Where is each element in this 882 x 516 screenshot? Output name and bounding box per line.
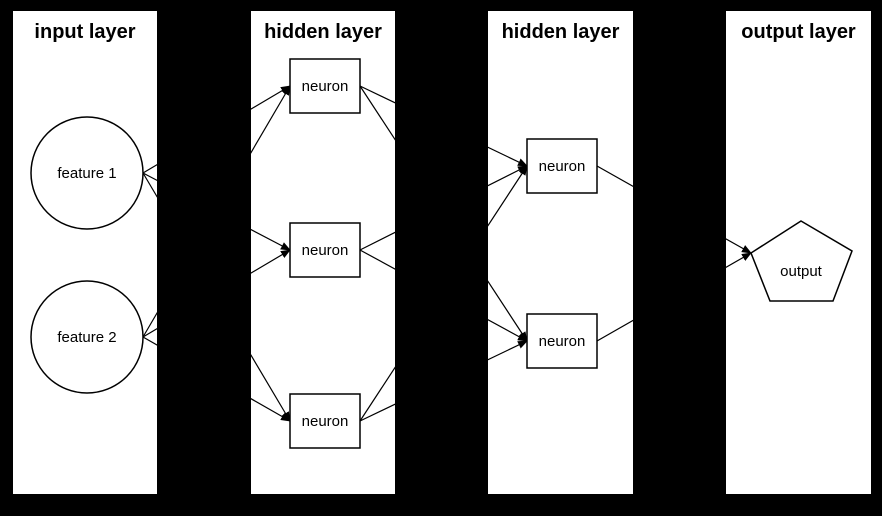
layer-title-hidden1: hidden layer <box>264 21 382 43</box>
node-label-f1: feature 1 <box>57 165 116 182</box>
node-label-h2n1: neuron <box>539 158 586 175</box>
node-h1n1-rect <box>289 58 361 114</box>
node-h2n1-rect <box>526 138 598 194</box>
layer-panel-hidden2 <box>488 11 633 494</box>
node-label-h1n1: neuron <box>302 78 349 95</box>
node-h1n3-rect <box>289 393 361 449</box>
node-label-h1n3: neuron <box>302 413 349 430</box>
node-label-out: output <box>780 263 823 280</box>
node-h1n2-rect <box>289 222 361 278</box>
layer-title-output: output layer <box>741 21 856 43</box>
node-label-h2n2: neuron <box>539 333 586 350</box>
layer-title-hidden2: hidden layer <box>502 21 620 43</box>
node-f1-circle <box>30 116 144 230</box>
node-out-pentagon <box>750 220 853 302</box>
node-h2n2-rect <box>526 313 598 369</box>
layer-title-input: input layer <box>34 21 135 43</box>
node-label-h1n2: neuron <box>302 242 349 259</box>
node-label-f2: feature 2 <box>57 329 116 346</box>
node-f2-circle <box>30 280 144 394</box>
layer-panel-input <box>13 11 157 494</box>
